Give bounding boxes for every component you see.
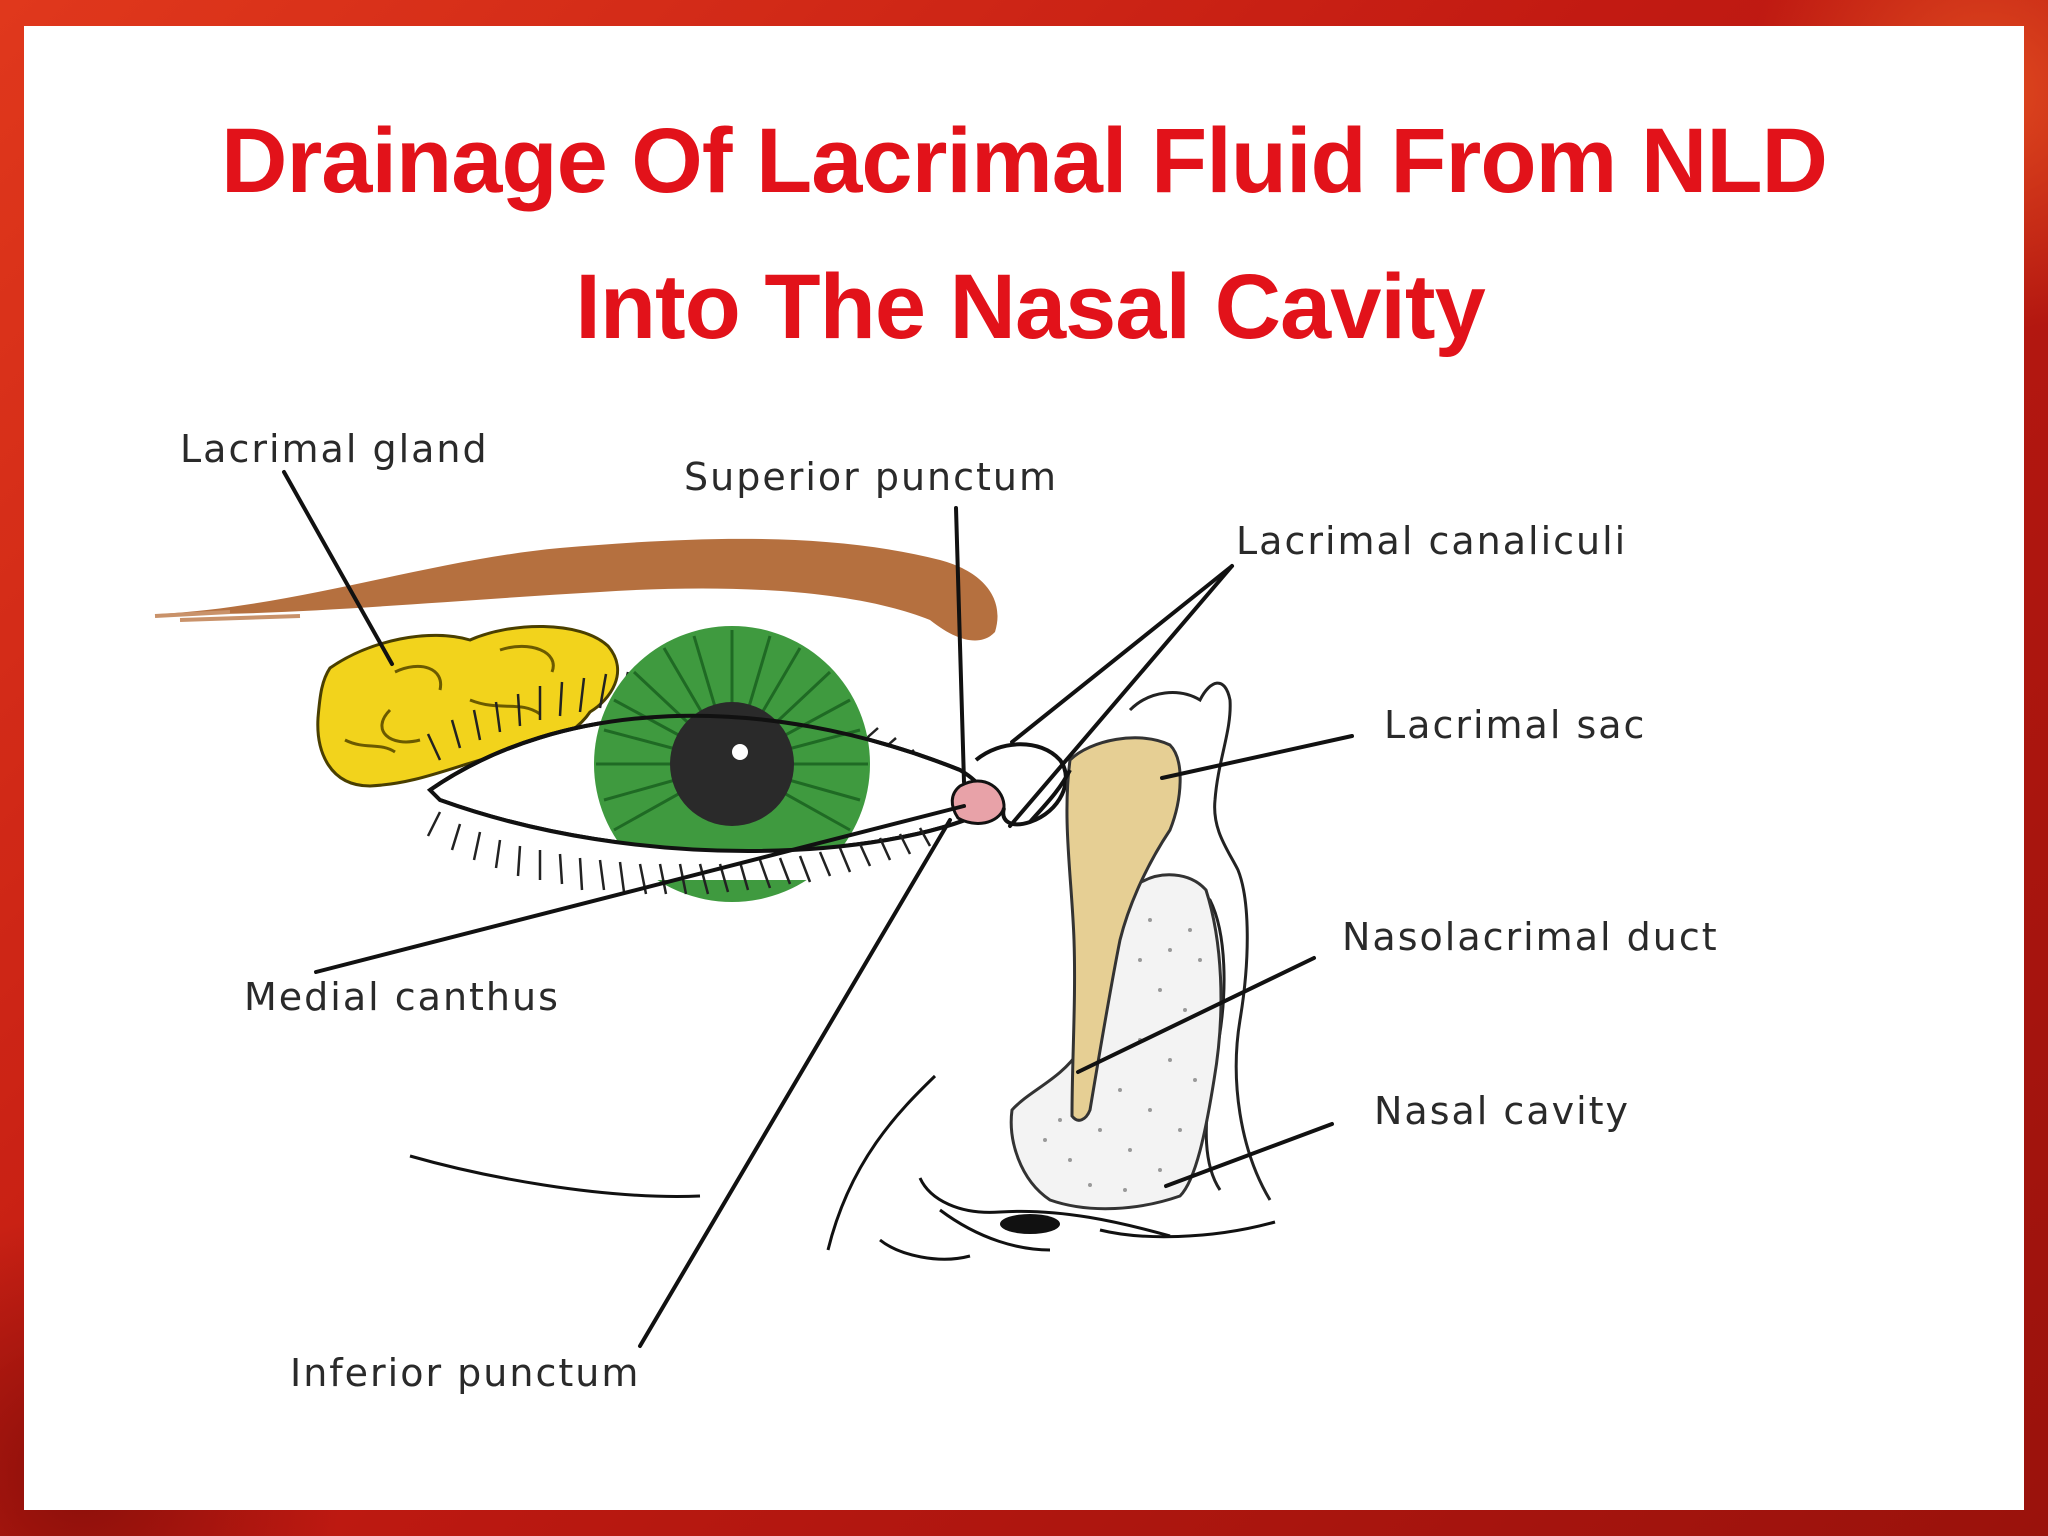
leader-superior-punctum bbox=[956, 508, 964, 782]
leader-lacrimal-sac bbox=[1162, 736, 1352, 778]
leader-inferior-punctum bbox=[640, 820, 950, 1346]
eyebrow bbox=[155, 539, 998, 641]
label-nasolacrimal-duct: Nasolacrimal duct bbox=[1342, 915, 1719, 959]
label-superior-punctum: Superior punctum bbox=[684, 455, 1058, 499]
medial-canthus-shape bbox=[952, 744, 1066, 824]
label-lacrimal-gland: Lacrimal gland bbox=[180, 427, 489, 471]
label-lacrimal-sac: Lacrimal sac bbox=[1384, 703, 1646, 747]
leader-lacrimal-canaliculi-upper bbox=[1012, 566, 1232, 742]
label-inferior-punctum: Inferior punctum bbox=[290, 1351, 640, 1395]
label-nasal-cavity: Nasal cavity bbox=[1374, 1089, 1630, 1133]
nostril bbox=[1000, 1214, 1060, 1234]
label-medial-canthus: Medial canthus bbox=[244, 975, 560, 1019]
leader-lacrimal-gland bbox=[284, 472, 392, 664]
label-lacrimal-canaliculi: Lacrimal canaliculi bbox=[1236, 519, 1627, 563]
pupil-highlight bbox=[732, 744, 748, 760]
